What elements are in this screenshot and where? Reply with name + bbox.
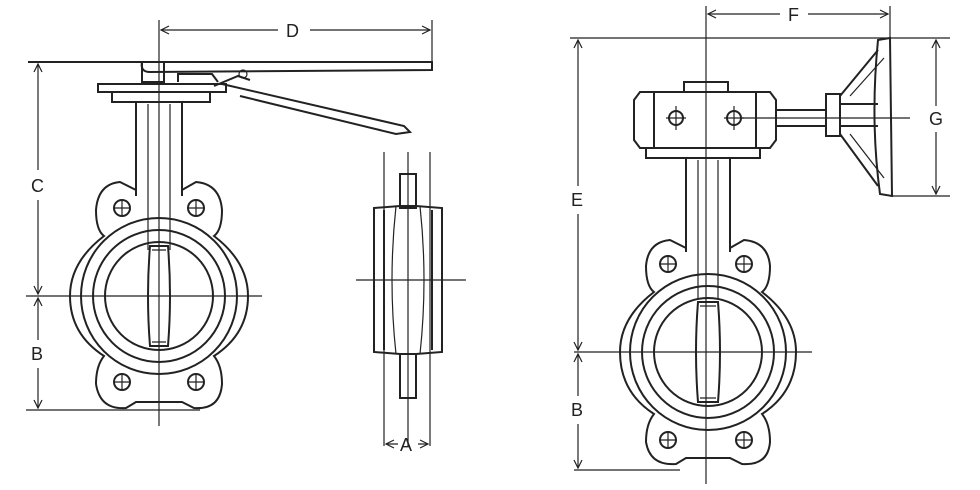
dimension-g-label: G bbox=[929, 109, 943, 129]
gear-valve-body bbox=[618, 238, 798, 466]
dimension-b-right-label: B bbox=[571, 400, 583, 420]
valve-neck bbox=[135, 102, 183, 196]
valve-disc bbox=[147, 245, 171, 347]
dimension-e-label: E bbox=[571, 190, 583, 210]
dimension-c-label: C bbox=[31, 176, 44, 196]
gear-bolt-hole-icon bbox=[659, 255, 753, 449]
lever-valve-front-view bbox=[26, 20, 433, 426]
dimension-d-label: D bbox=[286, 21, 299, 41]
handwheel-shaft bbox=[776, 109, 826, 127]
gear-valve-front-view bbox=[570, 6, 950, 484]
bolt-hole-icon bbox=[113, 199, 205, 391]
dimension-d: D bbox=[159, 21, 432, 41]
top-flange bbox=[97, 83, 227, 93]
side-body bbox=[373, 205, 443, 355]
shaft-nut bbox=[825, 93, 841, 137]
gearbox-bolt-icon bbox=[666, 106, 744, 130]
valve-side-view bbox=[356, 152, 466, 446]
gear-valve-disc bbox=[695, 301, 721, 403]
dimension-a: A bbox=[384, 435, 430, 455]
dimension-f-label: F bbox=[788, 5, 799, 25]
dimension-f: F bbox=[706, 5, 890, 25]
lever-hub bbox=[141, 61, 165, 83]
dimension-e: E bbox=[571, 38, 583, 352]
dimension-b-left-label: B bbox=[31, 344, 43, 364]
dimension-g: G bbox=[929, 38, 943, 196]
lever-arm bbox=[221, 83, 413, 136]
gear-valve-neck bbox=[685, 158, 731, 252]
dimension-b-left: B bbox=[31, 296, 43, 410]
dimension-b-right: B bbox=[571, 352, 583, 470]
dimension-a-label: A bbox=[400, 435, 412, 455]
dimension-c: C bbox=[31, 62, 44, 296]
lever-handle bbox=[28, 61, 433, 74]
gearbox bbox=[633, 91, 777, 149]
handwheel bbox=[873, 36, 894, 198]
